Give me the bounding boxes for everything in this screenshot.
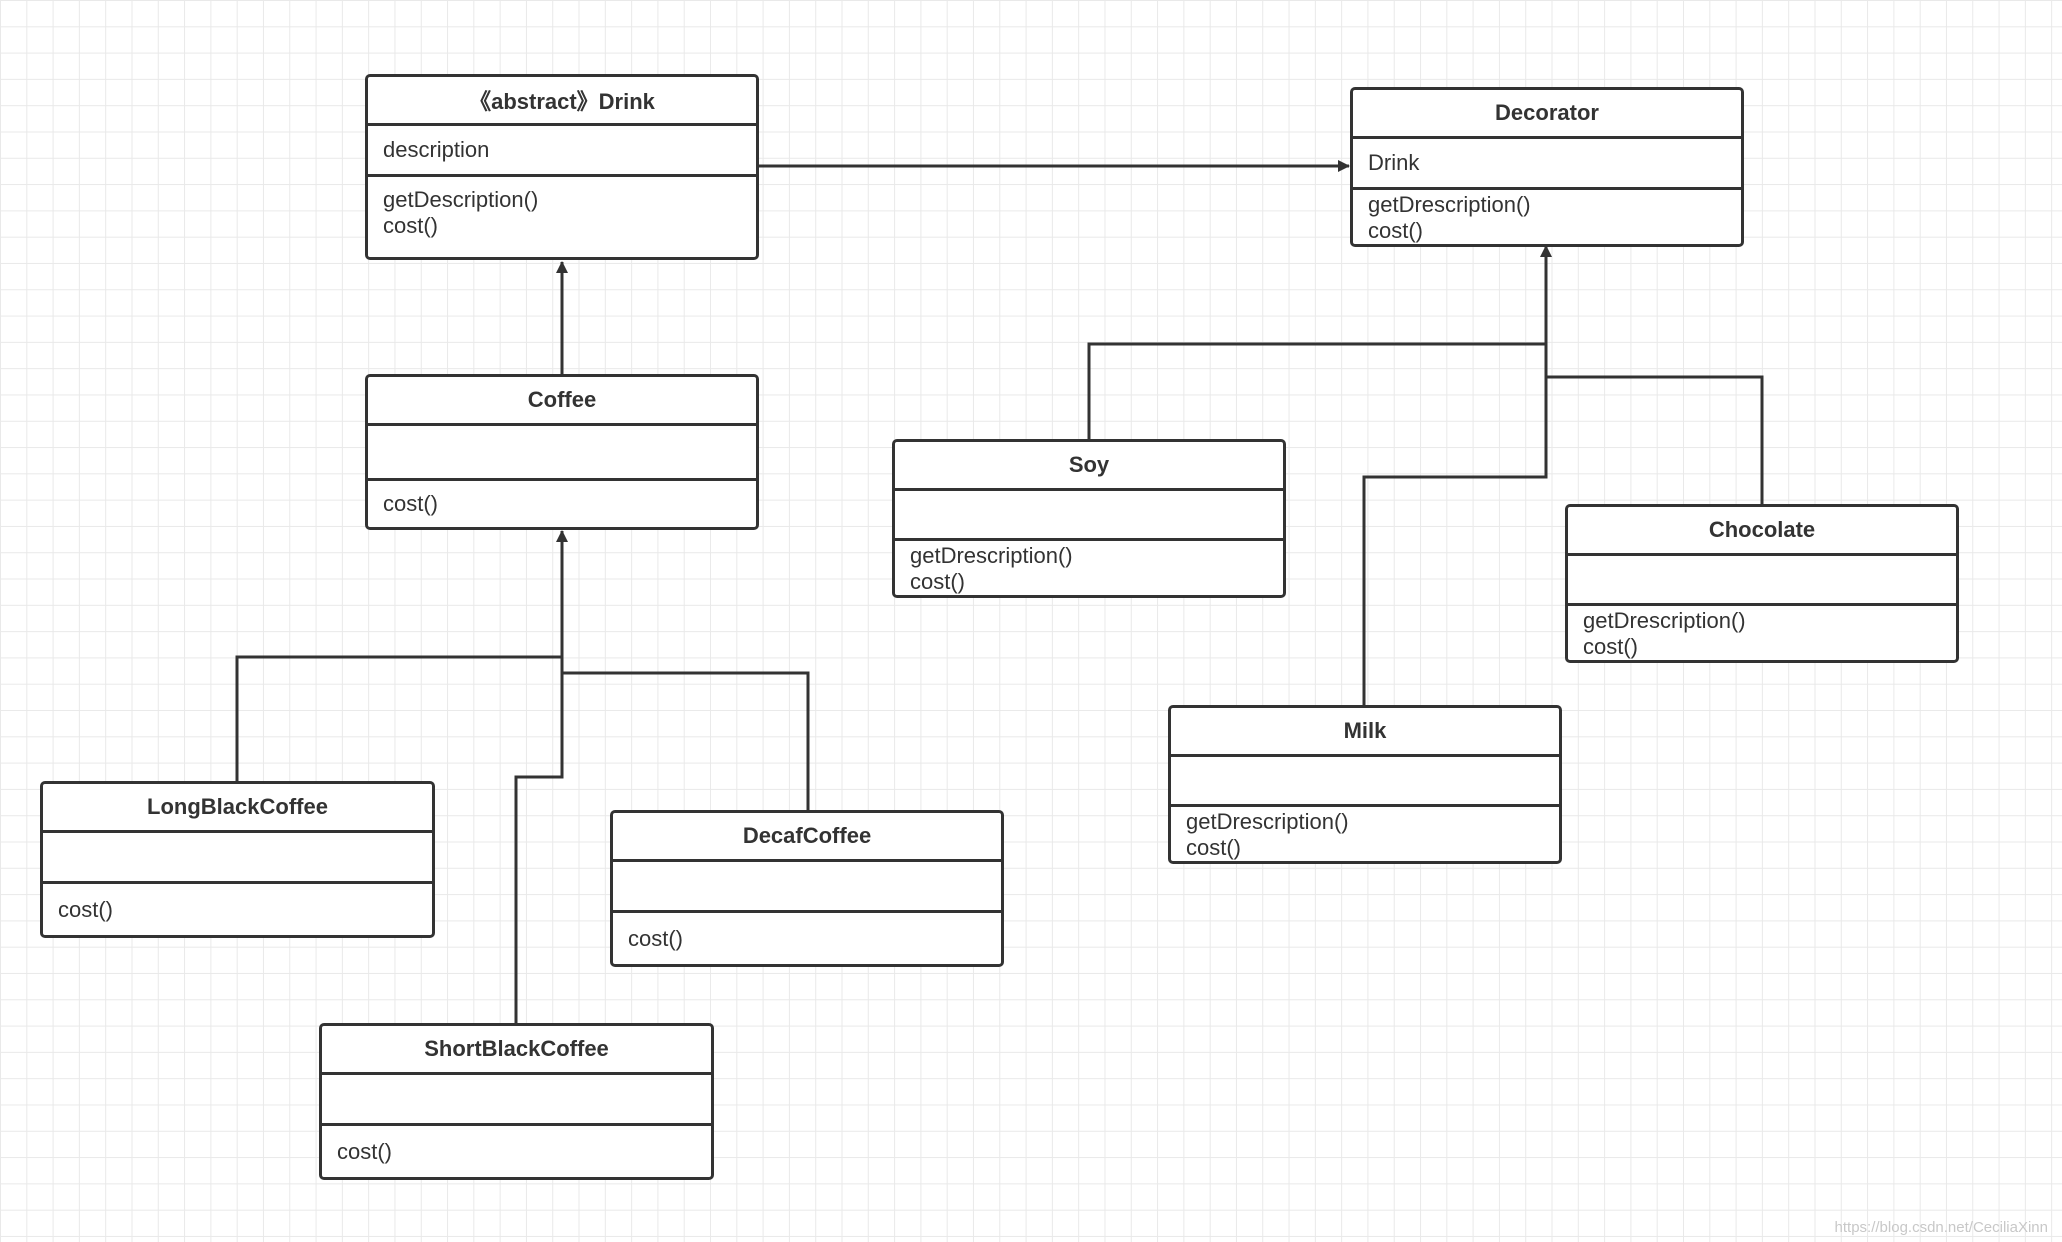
class-soy[interactable]: Soy getDrescription() cost() <box>892 439 1286 598</box>
class-name: Milk <box>1171 708 1559 757</box>
class-decafcoffee[interactable]: DecafCoffee cost() <box>610 810 1004 967</box>
inheritance-decafcoffee-coffee <box>560 531 810 811</box>
class-name: Soy <box>895 442 1283 491</box>
operation: cost() <box>337 1138 392 1164</box>
class-name: DecafCoffee <box>613 813 1001 862</box>
class-name: Chocolate <box>1568 507 1956 556</box>
class-coffee[interactable]: Coffee cost() <box>365 374 759 530</box>
operations-compartment: getDescription() cost() <box>368 177 756 257</box>
attributes-compartment <box>1171 757 1559 807</box>
attributes-compartment <box>43 833 432 884</box>
operations-compartment: getDrescription() cost() <box>1568 606 1956 660</box>
class-name: Coffee <box>368 377 756 426</box>
operations-compartment: cost() <box>368 481 756 527</box>
operation: getDrescription() <box>1186 809 1349 834</box>
class-name: ShortBlackCoffee <box>322 1026 711 1075</box>
operation: getDescription() <box>383 187 539 212</box>
operation: cost() <box>58 896 113 922</box>
attributes-compartment <box>368 426 756 481</box>
class-shortblackcoffee[interactable]: ShortBlackCoffee cost() <box>319 1023 714 1180</box>
operation: cost() <box>1583 634 1638 659</box>
class-drink[interactable]: 《abstract》Drink description getDescripti… <box>365 74 759 260</box>
operations-compartment: getDrescription() cost() <box>1171 807 1559 861</box>
attributes-compartment: description <box>368 126 756 177</box>
attribute: Drink <box>1368 150 1420 175</box>
class-name: Decorator <box>1353 90 1741 139</box>
inheritance-longblackcoffee-coffee <box>235 530 568 782</box>
operations-compartment: cost() <box>43 884 432 935</box>
watermark: https://blog.csdn.net/CeciliaXinn <box>1834 1219 2048 1236</box>
attribute: description <box>383 137 490 162</box>
class-decorator[interactable]: Decorator Drink getDrescription() cost() <box>1350 87 1744 247</box>
operation: getDrescription() <box>1368 192 1531 217</box>
operation: cost() <box>1368 218 1423 243</box>
inheritance-milk-decorator <box>1362 246 1548 706</box>
operations-compartment: cost() <box>613 913 1001 964</box>
inheritance-shortblackcoffee-coffee <box>514 531 564 1024</box>
operation: cost() <box>383 491 438 516</box>
class-chocolate[interactable]: Chocolate getDrescription() cost() <box>1565 504 1959 663</box>
operations-compartment: getDrescription() cost() <box>895 541 1283 595</box>
attributes-compartment <box>895 491 1283 541</box>
class-milk[interactable]: Milk getDrescription() cost() <box>1168 705 1562 864</box>
attributes-compartment: Drink <box>1353 139 1741 190</box>
class-longblackcoffee[interactable]: LongBlackCoffee cost() <box>40 781 435 938</box>
attributes-compartment <box>1568 556 1956 606</box>
attributes-compartment <box>613 862 1001 913</box>
class-name: 《abstract》Drink <box>368 77 756 126</box>
inheritance-chocolate-decorator <box>1544 246 1764 505</box>
operation: cost() <box>628 925 683 951</box>
class-name: LongBlackCoffee <box>43 784 432 833</box>
operation: cost() <box>910 569 965 594</box>
operation: getDrescription() <box>1583 608 1746 633</box>
operation: cost() <box>1186 835 1241 860</box>
attributes-compartment <box>322 1075 711 1126</box>
operation: getDrescription() <box>910 543 1073 568</box>
operations-compartment: cost() <box>322 1126 711 1177</box>
operation: cost() <box>383 213 438 238</box>
inheritance-soy-decorator <box>1087 245 1552 440</box>
operations-compartment: getDrescription() cost() <box>1353 190 1741 244</box>
